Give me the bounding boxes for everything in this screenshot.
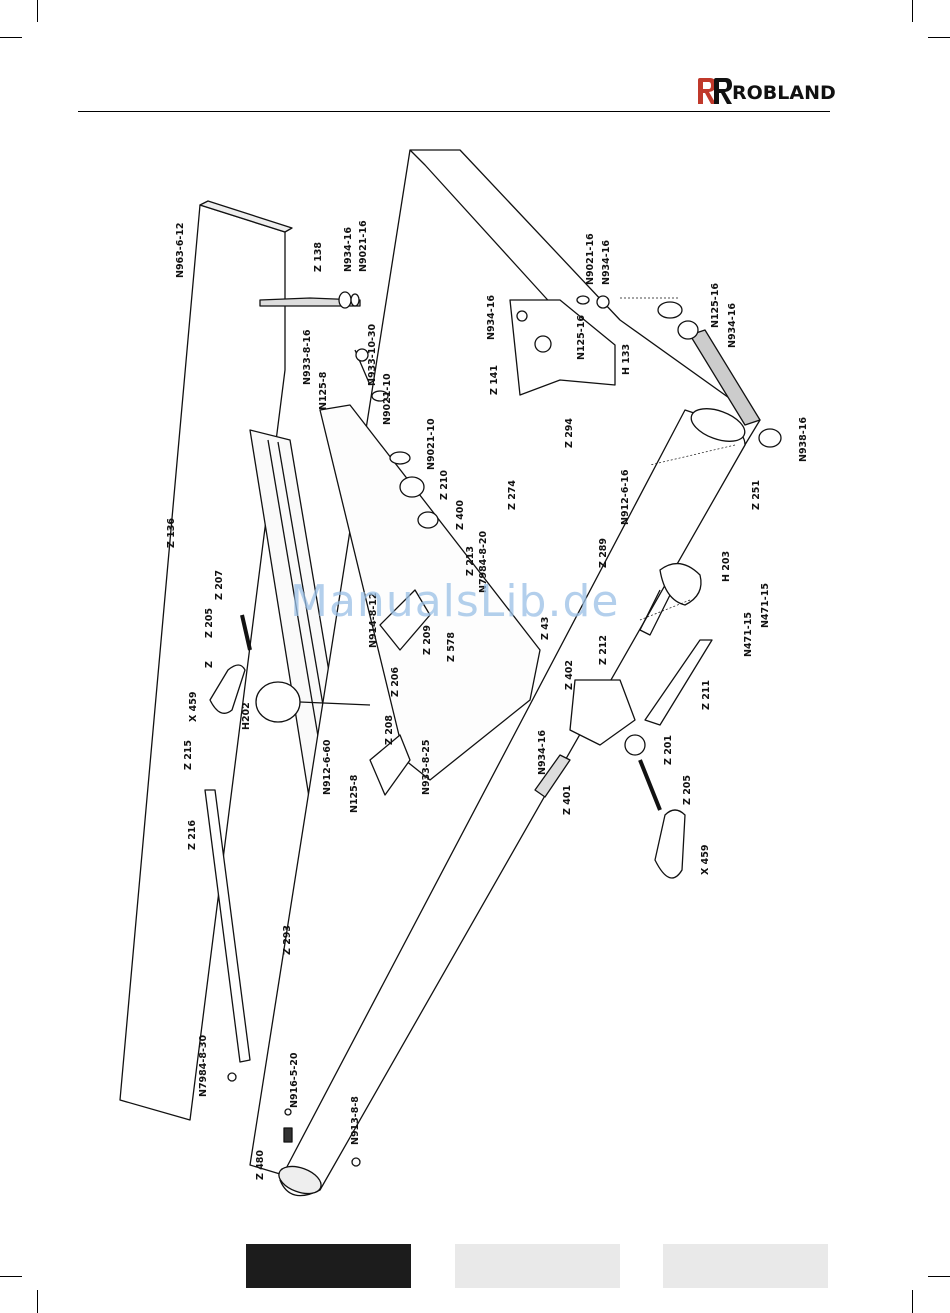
table-plate-z136 — [119, 204, 286, 1121]
callout: N934-16 — [343, 227, 354, 272]
crop-mark-top-right-v — [912, 0, 913, 22]
callout: N125-8 — [318, 371, 329, 410]
callout: Z — [204, 661, 215, 668]
threaded-rod — [689, 329, 761, 426]
callout: N934-16 — [727, 303, 738, 348]
callout: Z 294 — [564, 418, 575, 448]
callout: N933-10-30 — [367, 324, 378, 386]
callout: N9021-16 — [585, 233, 596, 285]
callout: N914-8-12 — [368, 593, 379, 649]
header-rule — [78, 111, 830, 112]
callout: Z 201 — [663, 735, 674, 765]
callout: Z 289 — [598, 538, 609, 568]
callout: H202 — [241, 702, 252, 730]
knob-h203 — [659, 563, 702, 606]
callout: N125-16 — [710, 283, 721, 328]
crop-mark-top-left-v — [37, 0, 38, 22]
crop-mark-bottom-right-v — [912, 1290, 913, 1313]
callout: Z 251 — [751, 480, 762, 510]
callout: X 459 — [700, 845, 711, 875]
callout: N934-16 — [486, 295, 497, 340]
callout: Z 480 — [255, 1150, 266, 1180]
callout: Z 400 — [455, 500, 466, 530]
callout: N125-8 — [349, 774, 360, 813]
callout: Z 211 — [701, 680, 712, 710]
callout: Z 578 — [446, 632, 457, 662]
bracket-z208 — [369, 734, 411, 796]
callout: Z 293 — [282, 925, 293, 955]
bolt-z138 — [259, 297, 361, 307]
callout: Z 212 — [598, 635, 609, 665]
crop-mark-top-left-h — [0, 37, 22, 38]
callout: N471-15 — [760, 583, 771, 628]
robland-logo-mark — [698, 78, 732, 104]
callout: N963-6-12 — [175, 223, 186, 279]
robland-logo: ROBLAND — [696, 76, 836, 108]
callout: N9021-10 — [382, 373, 393, 425]
spring-z205 — [638, 759, 662, 811]
callout: Z 213 — [465, 546, 476, 576]
crop-mark-bottom-right-h — [928, 1276, 950, 1277]
strip-z216 — [204, 789, 251, 1063]
lever-z211 — [644, 639, 713, 726]
crop-mark-bottom-left-v — [37, 1290, 38, 1313]
callout: Z 274 — [507, 480, 518, 510]
callout: H 133 — [621, 344, 632, 375]
callout: Z 401 — [562, 785, 573, 815]
callout: X 459 — [188, 692, 199, 722]
bracket-h133 — [509, 299, 616, 396]
callout: N7984-8-20 — [478, 531, 489, 593]
callout: Z 43 — [540, 617, 551, 640]
callout: Z 205 — [682, 775, 693, 805]
callout: Z 136 — [166, 518, 177, 548]
callout: Z 208 — [384, 715, 395, 745]
page-tab-3[interactable] — [663, 1244, 828, 1288]
callout: Z 205 — [204, 608, 215, 638]
callout: Z 209 — [422, 625, 433, 655]
plate-z401 — [534, 754, 571, 798]
handle-x459-right — [654, 809, 686, 879]
callout: N913-8-8 — [350, 1096, 361, 1145]
knob-h202 — [255, 681, 301, 723]
crop-mark-top-right-h — [928, 37, 950, 38]
callout: N933-8-16 — [302, 329, 313, 385]
callout: N125-16 — [576, 315, 587, 360]
page-tab-2[interactable] — [455, 1244, 620, 1288]
callout: H 203 — [721, 551, 732, 582]
callout: N934-16 — [537, 730, 548, 775]
callout: Z 215 — [183, 740, 194, 770]
crop-mark-bottom-left-h — [0, 1276, 22, 1277]
callout: N912-6-60 — [322, 739, 333, 795]
watermark: ManualsLib.de — [290, 576, 620, 627]
callout: N912-6-16 — [620, 469, 631, 525]
callout: Z 207 — [214, 570, 225, 600]
callout: Z 206 — [390, 667, 401, 697]
callout: N934-16 — [601, 240, 612, 285]
callout: N7984-8-30 — [198, 1035, 209, 1097]
spring-z205-upper — [240, 614, 252, 651]
callout: N471-15 — [743, 612, 754, 657]
callout: Z 402 — [564, 660, 575, 690]
page-tab-1[interactable] — [246, 1244, 411, 1288]
clamp-z212 — [569, 679, 636, 746]
callout-labels: N963-6-12 Z 138 N934-16 N9021-16 N933-8-… — [166, 220, 809, 1180]
bracket-z209 — [379, 589, 431, 651]
callout: Z 141 — [489, 365, 500, 395]
callout: N9021-16 — [358, 220, 369, 272]
callout: N938-16 — [798, 417, 809, 462]
callout: Z 210 — [439, 470, 450, 500]
callout: N933-8-25 — [421, 740, 432, 796]
callout: N916-5-20 — [289, 1052, 300, 1108]
handle-x459-left — [209, 664, 246, 714]
callout: Z 138 — [313, 242, 324, 272]
brand-name: ROBLAND — [732, 82, 836, 104]
callout: N9021-10 — [426, 418, 437, 470]
callout: Z 216 — [187, 820, 198, 850]
